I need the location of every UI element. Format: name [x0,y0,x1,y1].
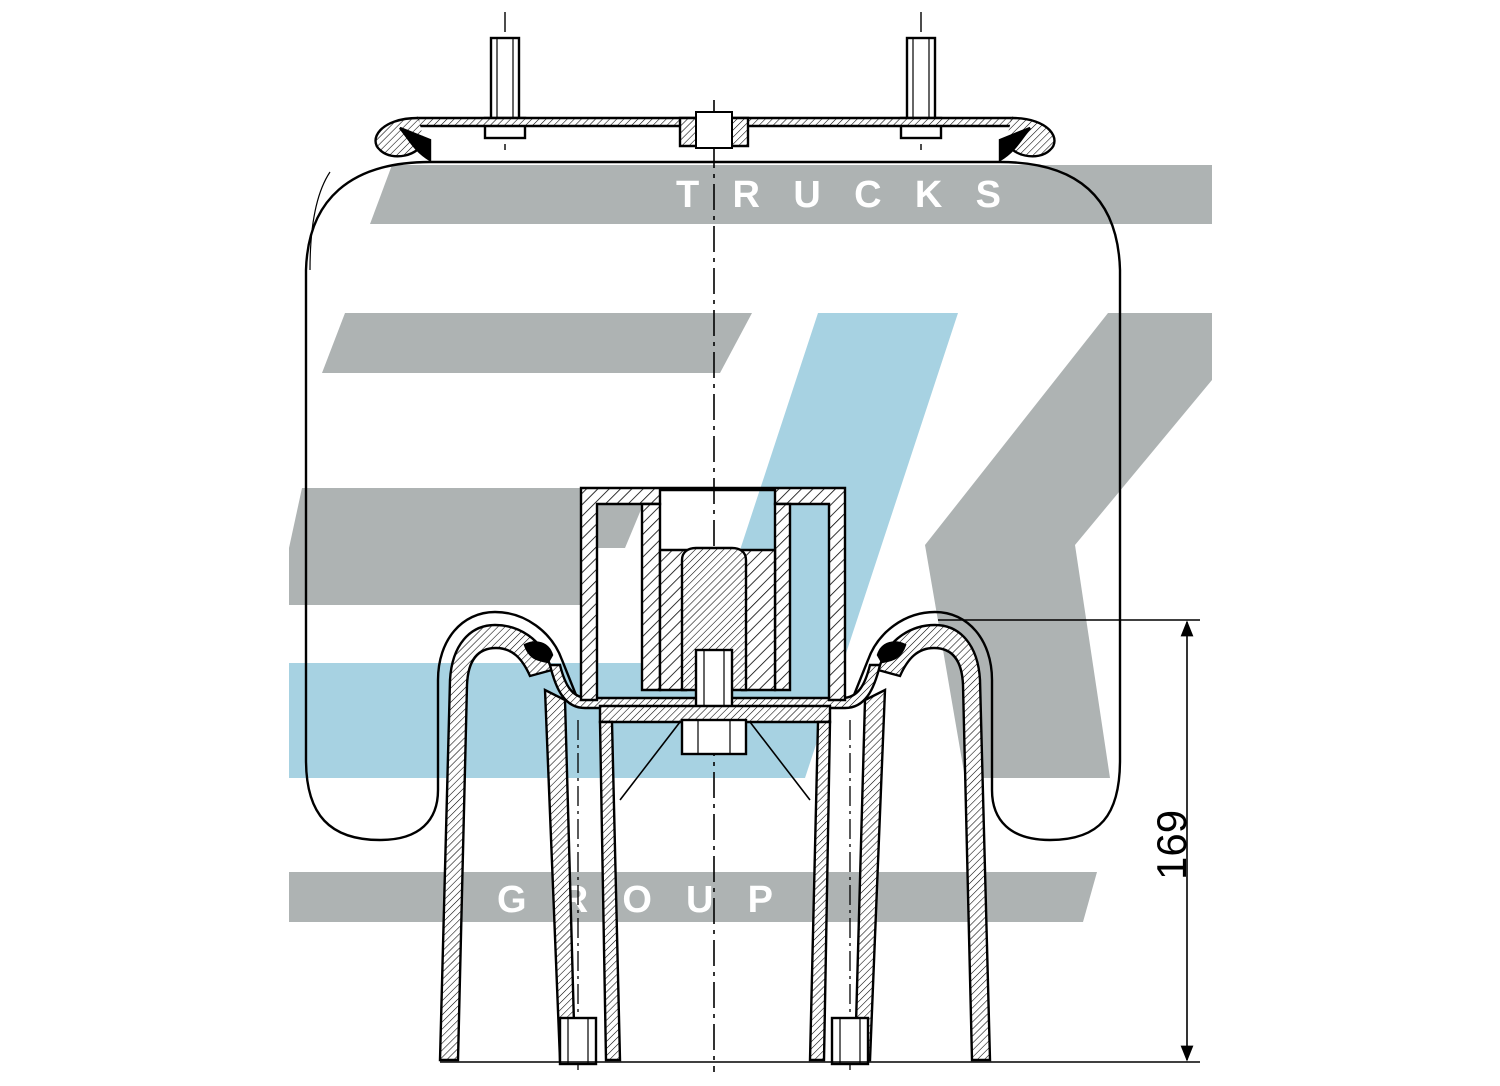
watermark-logo: T R U C K S G R O U P [289,165,1212,922]
bumper-right-block [773,502,792,692]
dimension-label: 169 [1148,810,1195,880]
stud-right [899,12,943,150]
piston-right-wall [876,623,992,1062]
watermark-bar-bottom [289,872,1097,922]
bumper-housing [579,486,847,702]
watermark-bar-lower [289,488,650,548]
center-bolt-nut [694,648,734,712]
bottom-bolt-left [558,720,598,1072]
top-plate-curl-right [1004,116,1056,158]
watermark-k-lower [925,545,1110,778]
bottom-bolt-right [830,720,870,1072]
technical-drawing [304,12,1200,1072]
top-plate-curl-left [374,116,426,158]
watermark-k-upper [925,313,1212,545]
strut-left [598,720,622,1062]
watermark-bar-middle [322,313,752,373]
watermark-group-text: G R O U P [497,879,773,921]
bumper-left-block [640,502,662,692]
watermark-bar-grey-low [289,548,580,605]
base-nut [680,718,748,756]
stud-left [483,12,527,150]
strut-right [808,720,832,1062]
watermark-bar-top [370,165,1212,224]
